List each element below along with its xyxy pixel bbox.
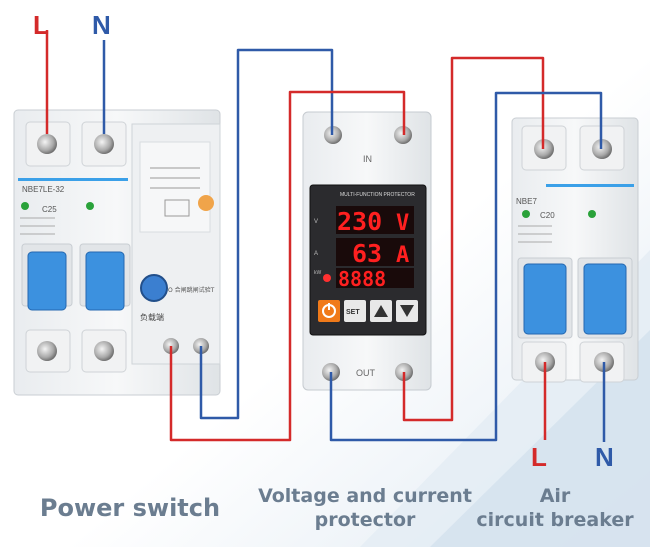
breaker-rating: C20	[540, 211, 555, 220]
output-live-label: L	[531, 442, 547, 472]
info-plate	[139, 141, 211, 233]
set-button-label: SET	[346, 309, 360, 316]
input-neutral-label: N	[92, 10, 111, 40]
status-led	[588, 210, 596, 218]
toggle-lever-l[interactable]	[27, 251, 67, 311]
air-breaker-device	[511, 117, 639, 383]
output-n-screw	[94, 341, 114, 361]
toggle-lever-n[interactable]	[85, 251, 125, 311]
input-l-screw	[37, 134, 57, 154]
output-l-screw	[37, 341, 57, 361]
spec-lines	[20, 217, 55, 235]
reset-knob[interactable]	[140, 274, 168, 302]
test-label: O 合闸跳闸试验T	[168, 286, 215, 294]
set-button[interactable]	[344, 300, 366, 322]
voltage-readout: 230	[337, 207, 382, 236]
port-out-label: OUT	[356, 368, 376, 378]
neutral-wire-to-breaker	[329, 91, 603, 442]
power-button[interactable]	[318, 300, 340, 322]
live-wire-to-protector	[169, 90, 406, 442]
load-label-cn: 负载端	[140, 312, 164, 322]
status-led	[86, 202, 94, 210]
port-in-label: IN	[363, 154, 372, 164]
spec-lines	[518, 225, 552, 243]
status-led	[21, 202, 29, 210]
wires	[45, 30, 606, 442]
power-switch-device	[13, 109, 221, 396]
current-unit: A	[396, 243, 409, 268]
protector-header: MULTI-FUNCTION PROTECTOR	[340, 192, 415, 198]
current-readout: 63	[352, 239, 382, 268]
caption-protector-line1: Voltage and current	[258, 485, 472, 507]
row-w-label: kW	[314, 270, 322, 276]
triangle-up-icon	[374, 305, 388, 317]
breaker-lever-l[interactable]	[523, 263, 567, 335]
power-switch-rating: C25	[42, 205, 57, 214]
test-button[interactable]	[198, 195, 214, 211]
circuit-diagram	[150, 167, 200, 217]
input-live-label: L	[33, 10, 49, 40]
power-indicator	[323, 274, 331, 282]
row-a-label: A	[314, 251, 318, 257]
power-switch-model: NBE7LE-32	[22, 185, 65, 194]
neutral-wire-to-protector	[199, 48, 334, 420]
caption-breaker-line1: Air	[539, 485, 571, 507]
device-labels: NBE7LE-32 C25 O 合闸跳闸试验T 负载端 MULTI-FUNCTI…	[22, 154, 555, 378]
triangle-down-icon	[400, 305, 414, 317]
power-readout: 8888	[338, 267, 386, 291]
breaker-model: NBE7	[516, 197, 537, 206]
caption-power-switch: Power switch	[39, 494, 221, 522]
caption-breaker: Air circuit breaker	[462, 484, 648, 532]
background-stripe	[430, 330, 650, 547]
output-neutral-label: N	[595, 442, 614, 472]
status-led	[522, 210, 530, 218]
accent-bar	[18, 178, 128, 181]
input-n-screw	[94, 134, 114, 154]
protector-device	[302, 111, 432, 391]
live-wire-to-breaker	[402, 56, 545, 422]
accent-bar	[546, 184, 634, 187]
caption-breaker-line2: circuit breaker	[476, 509, 634, 531]
breaker-lever-n[interactable]	[583, 263, 627, 335]
caption-protector-line2: protector	[314, 509, 416, 531]
caption-protector: Voltage and current protector	[240, 484, 490, 532]
row-v-label: V	[314, 219, 318, 225]
voltage-unit: V	[396, 211, 409, 236]
